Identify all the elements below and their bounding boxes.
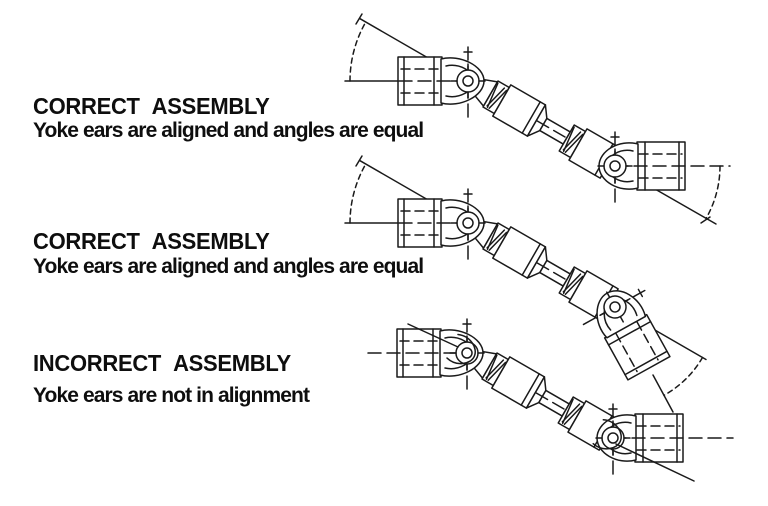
angle-arc-right (663, 356, 704, 397)
angle-tick (355, 13, 363, 25)
section-3-subtitle: Yoke ears are not in alignment (33, 384, 310, 407)
diagram-correct-assembly-top (344, 13, 731, 225)
tilted-yoke-arc-rear (592, 419, 622, 450)
section-2-title: CORRECT ASSEMBLY (33, 228, 270, 254)
angle-tick (355, 155, 363, 167)
tilted-yoke-arc-front (446, 333, 476, 365)
angle-tick (700, 216, 711, 224)
angle-arc-left (349, 21, 367, 82)
yoke-plane-line-rear (615, 443, 695, 482)
section-1-title: CORRECT ASSEMBLY (33, 93, 270, 119)
diagram-incorrect-assembly-bottom (367, 318, 734, 482)
angle-ray-output-axis (652, 374, 674, 413)
angle-arc-left (349, 163, 367, 224)
section-2-subtitle: Yoke ears are aligned and angles are equ… (33, 255, 424, 278)
section-3-title: INCORRECT ASSEMBLY (33, 350, 291, 376)
angle-arc-right (705, 165, 721, 220)
diagram-correct-assembly-middle (344, 155, 707, 413)
yoke-plane-line-front (407, 323, 459, 348)
section-1-subtitle: Yoke ears are aligned and angles are equ… (33, 119, 424, 142)
